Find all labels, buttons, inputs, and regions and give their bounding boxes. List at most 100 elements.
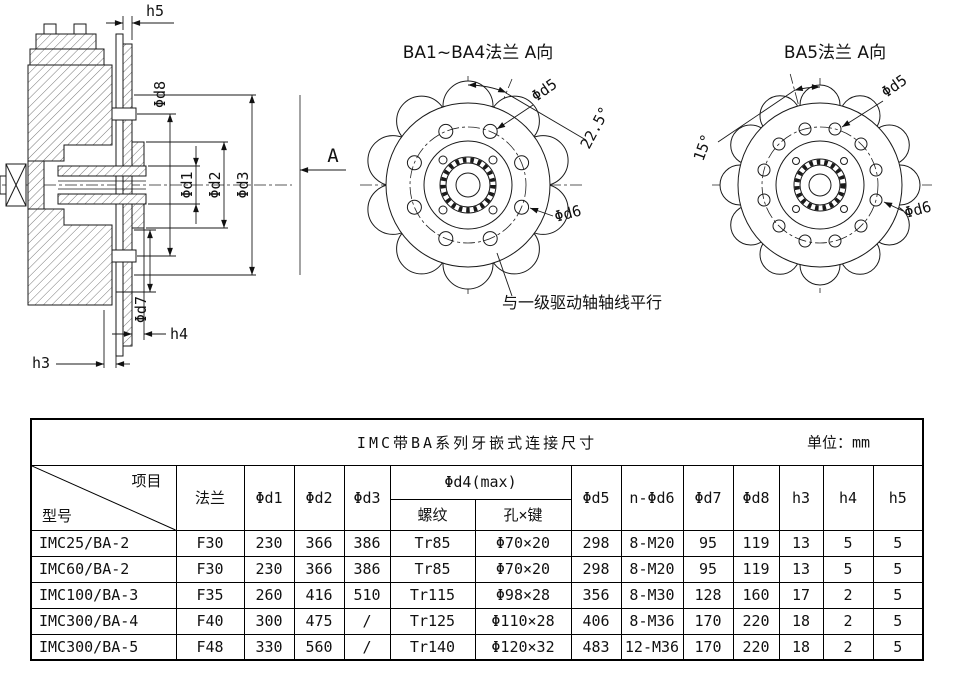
cell-d5: 298 [570, 529, 622, 557]
flange2-title: BA5法兰 A向 [784, 43, 886, 63]
header-h5: h5 [872, 464, 924, 531]
cell-flange: F30 [175, 555, 245, 583]
cell-d7: 170 [682, 607, 734, 635]
dim-h4 [112, 228, 166, 346]
cell-d7: 95 [682, 555, 734, 583]
flange2-boss [775, 140, 865, 230]
flange2-d5-label: Φd5 [878, 71, 911, 101]
housing-top-cap [29, 23, 105, 66]
dim-d2 [146, 141, 228, 229]
flange2-bolt-holes [757, 122, 883, 248]
cell-hole: Φ110×28 [474, 607, 572, 635]
flange1-screw-holes [438, 155, 498, 215]
cell-d2: 366 [293, 555, 345, 583]
cell-thread: Tr115 [389, 581, 476, 609]
header-d4: Φd4(max) [389, 464, 572, 500]
cell-model: IMC300/BA-4 [30, 607, 177, 635]
dim-d1 [148, 146, 200, 224]
flange1-boss [423, 140, 513, 230]
cell-h3: 18 [778, 607, 824, 635]
dim-label-h3: h3 [32, 354, 50, 372]
cell-d3: / [343, 607, 391, 635]
table-title: IMC带BA系列牙嵌式连接尺寸 [356, 433, 598, 452]
cell-hole: Φ70×20 [474, 555, 572, 583]
cell-d3: / [343, 633, 391, 661]
dim-label-h5: h5 [146, 2, 164, 20]
cell-d2: 560 [293, 633, 345, 661]
cell-d8: 119 [732, 529, 780, 557]
flange-ba1-ba4-view: 22.5° Φd5 Φd6 [360, 75, 614, 297]
cell-d3: 386 [343, 529, 391, 557]
flange2-d6-leader [883, 201, 904, 212]
header-d5: Φd5 [570, 464, 622, 531]
flange2-body [737, 102, 903, 268]
cell-d6: 8-M20 [620, 529, 684, 557]
cell-thread: Tr85 [389, 555, 476, 583]
header-d1: Φd1 [243, 464, 295, 531]
dim-label-d8: Φd8 [151, 81, 169, 108]
header-d6: n-Φd6 [620, 464, 684, 531]
dim-label-d3: Φd3 [234, 171, 252, 198]
dim-d7 [116, 229, 156, 293]
cell-model: IMC300/BA-5 [30, 633, 177, 661]
dim-label-d1: Φd1 [178, 171, 196, 198]
cell-d7: 95 [682, 529, 734, 557]
header-d3: Φd3 [343, 464, 391, 531]
cell-thread: Tr125 [389, 607, 476, 635]
flange1-d5-label: Φd5 [528, 75, 561, 105]
cell-d5: 298 [570, 555, 622, 583]
cell-h4: 2 [822, 633, 874, 661]
cell-d1: 300 [243, 607, 295, 635]
cell-hole: Φ98×28 [474, 581, 572, 609]
cell-h4: 5 [822, 555, 874, 583]
cell-d5: 356 [570, 581, 622, 609]
cell-hole: Φ70×20 [474, 529, 572, 557]
cell-d1: 230 [243, 529, 295, 557]
cell-thread: Tr85 [389, 529, 476, 557]
cell-hole: Φ120×32 [474, 633, 572, 661]
cell-d2: 366 [293, 529, 345, 557]
table-title-cell: IMC带BA系列牙嵌式连接尺寸 单位：mm [30, 418, 924, 466]
cell-model: IMC25/BA-2 [30, 529, 177, 557]
dim-d3 [134, 94, 256, 276]
cell-h4: 2 [822, 607, 874, 635]
header-d8: Φd8 [732, 464, 780, 531]
cell-d6: 8-M30 [620, 581, 684, 609]
cell-h5: 5 [872, 607, 924, 635]
annotation-text: 与一级驱动轴轴线平行 [502, 293, 662, 312]
cell-d3: 510 [343, 581, 391, 609]
cell-h4: 2 [822, 581, 874, 609]
cell-h5: 5 [872, 633, 924, 661]
table-header-row-1: 项目 型号 法兰 Φd1 Φd2 Φd3 Φd4(max) Φd5 n-Φd6 … [30, 464, 924, 531]
cell-thread: Tr140 [389, 633, 476, 661]
cell-d1: 260 [243, 581, 295, 609]
cell-model: IMC60/BA-2 [30, 555, 177, 583]
cell-d8: 220 [732, 633, 780, 661]
cell-d6: 8-M36 [620, 607, 684, 635]
cell-h3: 13 [778, 555, 824, 583]
dim-d8 [137, 113, 176, 257]
cell-d7: 128 [682, 581, 734, 609]
cell-flange: F48 [175, 633, 245, 661]
view-a-arrow [299, 95, 346, 275]
flange1-angle-label: 22.5° [577, 104, 614, 152]
flange2-bolt-circle [761, 126, 879, 244]
flange2-screw-holes [792, 157, 848, 213]
table-title-row: IMC带BA系列牙嵌式连接尺寸 单位：mm [30, 418, 924, 466]
flange1-spline-hub [439, 156, 497, 214]
cell-d8: 220 [732, 607, 780, 635]
cell-h5: 5 [872, 529, 924, 557]
header-h4: h4 [822, 464, 874, 531]
corner-label-model: 型号 [42, 506, 73, 525]
cell-d1: 230 [243, 555, 295, 583]
header-d2: Φd2 [293, 464, 345, 531]
flange1-bolt-holes [406, 123, 530, 247]
cell-d8: 119 [732, 555, 780, 583]
flange1-angle-dim [467, 82, 587, 141]
cell-d5: 406 [570, 607, 622, 635]
